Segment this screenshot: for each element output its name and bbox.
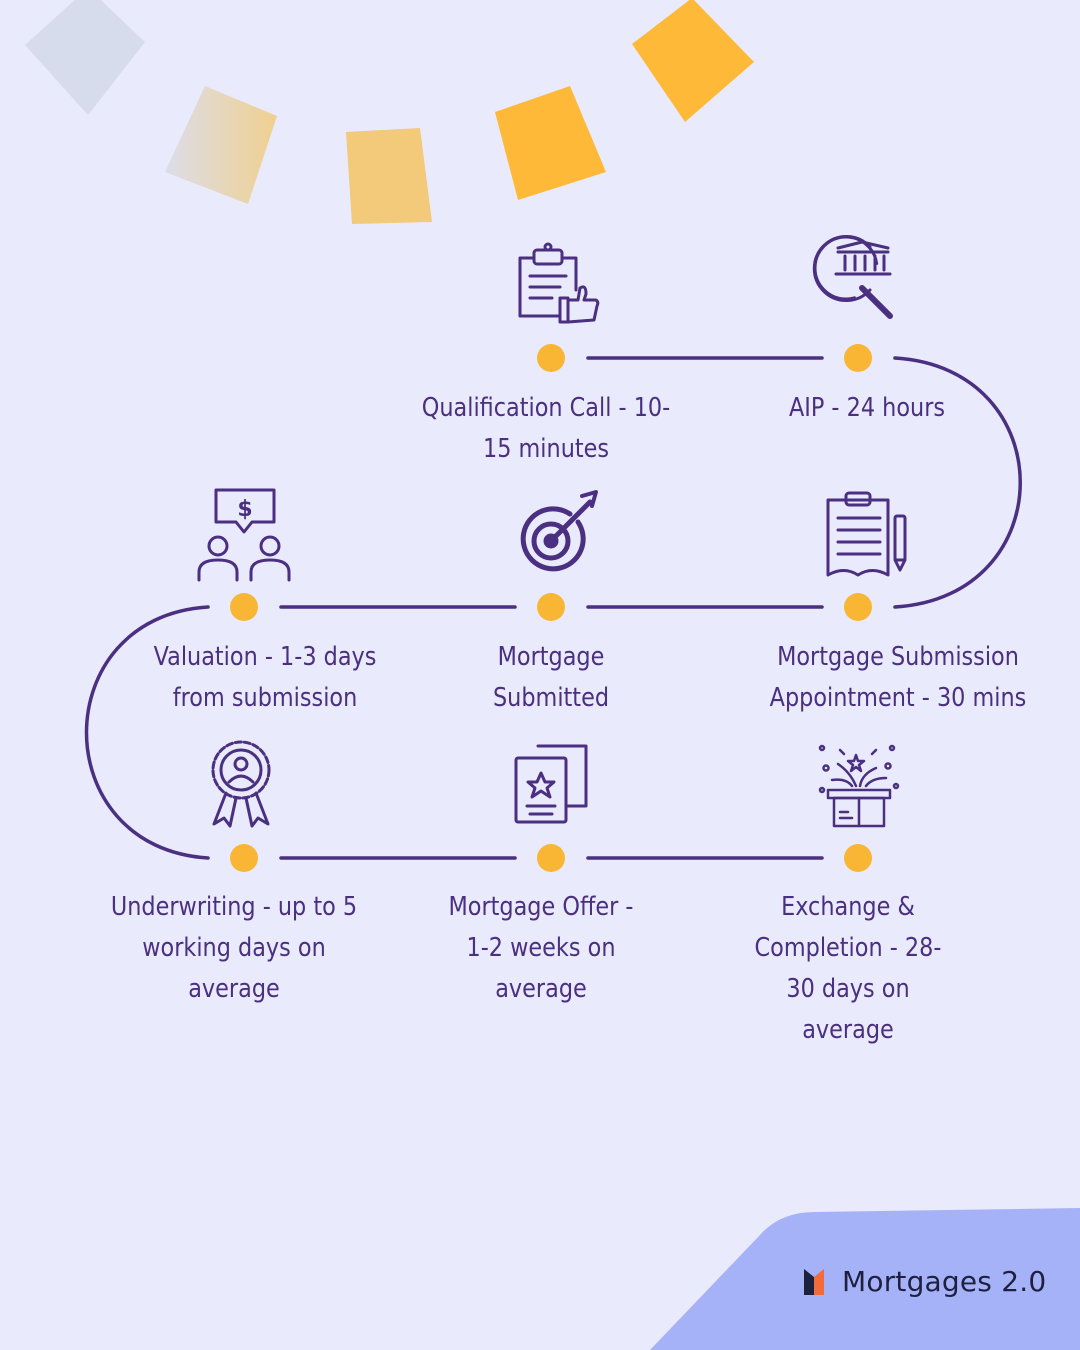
step-label-aip: AIP - 24 hours: [788, 393, 946, 423]
step-dot: [844, 844, 872, 872]
magnifier-bank-icon: [812, 235, 893, 319]
step-label-valuation: Valuation - 1-3 days from submission: [153, 642, 377, 713]
gift-box-fireworks-icon: [818, 744, 900, 828]
step-dot: [537, 844, 565, 872]
award-badge-icon: [211, 740, 271, 828]
people-dollar-icon: $: [197, 488, 291, 582]
target-arrow-icon: [520, 490, 598, 572]
step-dot: [230, 593, 258, 621]
clipboard-thumbs-up-icon: [518, 242, 600, 324]
brand-logo: Mortgages 2.0: [804, 1265, 1046, 1298]
m-logo-icon: [804, 1268, 824, 1295]
step-dot: [537, 593, 565, 621]
timeline-dots: [230, 344, 872, 872]
step-dot: [844, 593, 872, 621]
step-label-underwriting: Underwriting - up to 5 working days on a…: [110, 892, 358, 1004]
clipboard-pencil-icon: [826, 491, 907, 577]
step-dot: [537, 344, 565, 372]
bunting-flag: [632, 0, 754, 122]
bunting-decoration: [25, 0, 754, 224]
connector-curve: [84, 605, 210, 860]
step-label-mortgage-submission-appointment: Mortgage Submission Appointment - 30 min…: [769, 642, 1027, 713]
step-label-exchange-completion: Exchange & Completion - 28- 30 days on a…: [754, 892, 942, 1045]
bunting-flag: [165, 86, 277, 204]
bunting-flag: [25, 0, 145, 115]
step-dot: [230, 844, 258, 872]
connector-curve: [893, 356, 1022, 609]
step-label-mortgage-offer: Mortgage Offer - 1-2 weeks on average: [448, 892, 634, 1004]
star-certificate-icon: [514, 744, 588, 824]
timeline-path: [84, 356, 1022, 860]
bunting-flag: [346, 128, 432, 224]
bunting-flag: [495, 86, 606, 200]
step-label-mortgage-submitted: Mortgage Submitted: [492, 642, 610, 713]
step-label-qualification-call: Qualification Call - 10- 15 minutes: [421, 393, 671, 464]
corner-accent: [650, 1208, 1080, 1350]
svg-text:$: $: [237, 497, 252, 522]
step-dot: [844, 344, 872, 372]
brand-name: Mortgages 2.0: [842, 1265, 1047, 1298]
